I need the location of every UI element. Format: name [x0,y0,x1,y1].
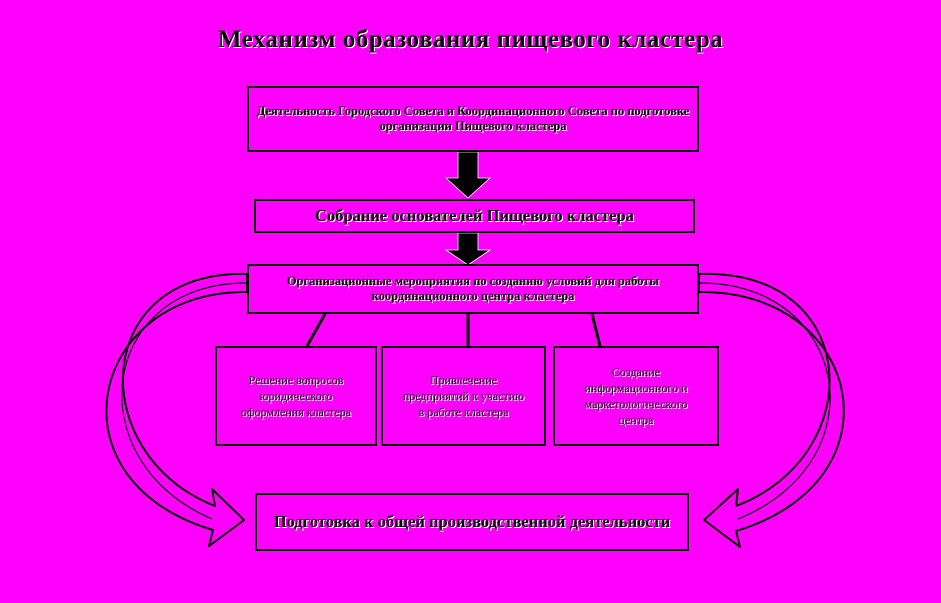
curved-arrow-right-inner-line [698,282,831,520]
box-founders-meeting-label: Собрание основателей Пищевого кластера [315,206,634,226]
box-council-activity-label: Деятельность Городского Совета и Координ… [256,104,690,133]
box-info-marketing-center-label: Создание информационного и маркетологиче… [584,364,688,428]
arrow-meeting-to-organization [444,232,492,266]
box-enterprise-involvement: Привлечение предприятий к участию в рабо… [381,346,546,446]
box-organizational-measures: Организационные мероприятия по созданию … [247,264,699,314]
arrow-activity-to-meeting [444,151,492,199]
connector-to-info-center [590,313,602,347]
box-legal-registration: Решение вопросов юридического оформления… [215,346,377,446]
diagram-title: Механизм образования пищевого кластера [217,26,724,53]
connector-to-legal [305,313,327,347]
curved-arrow-right [698,272,845,548]
box-legal-registration-label: Решение вопросов юридического оформления… [240,372,352,420]
curved-arrow-left-inner-line [121,282,248,520]
box-production-preparation-label: Подготовка к общей производственной деят… [273,512,671,532]
box-organizational-measures-label: Организационные мероприятия по созданию … [286,274,660,303]
box-info-marketing-center: Создание информационного и маркетологиче… [553,346,719,446]
box-enterprise-involvement-label: Привлечение предприятий к участию в рабо… [402,372,525,420]
box-council-activity: Деятельность Городского Совета и Координ… [247,86,699,152]
box-founders-meeting: Собрание основателей Пищевого кластера [254,199,695,233]
curved-arrow-left [105,272,248,547]
box-production-preparation: Подготовка к общей производственной деят… [255,493,689,551]
